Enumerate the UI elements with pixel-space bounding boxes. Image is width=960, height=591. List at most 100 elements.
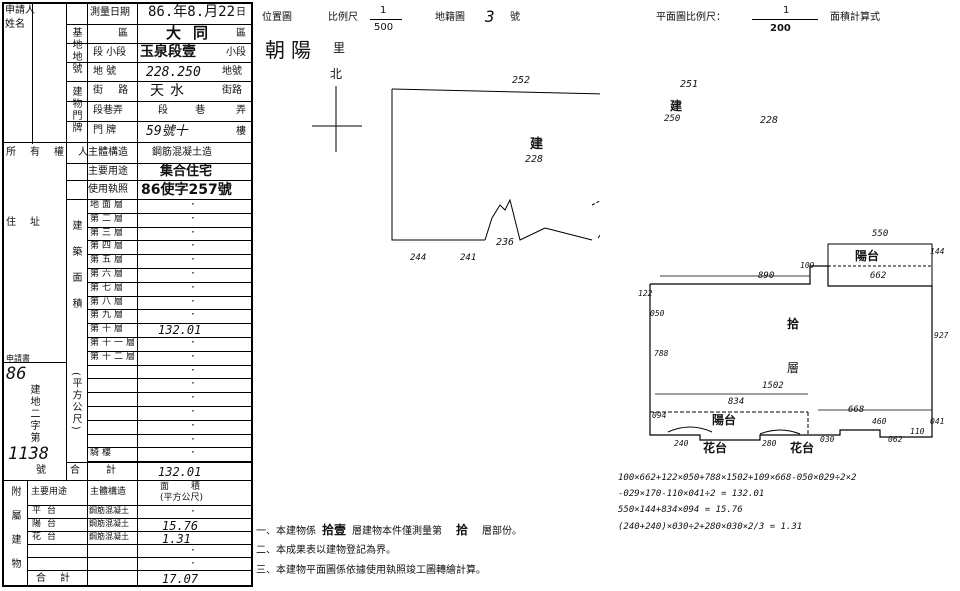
sheet-unit: 號 — [510, 12, 520, 23]
street-value: 天水 — [150, 83, 190, 99]
lot-value: 228.250 — [146, 65, 201, 80]
floor-name: 第十二層 — [90, 351, 139, 362]
att-row-divider — [27, 544, 252, 545]
district-label: 區 — [118, 28, 128, 39]
owner-label: 所有權人 — [6, 147, 102, 158]
attachments-side-label: 附屬建物 — [9, 486, 20, 582]
planter-left-label: 花台 — [703, 441, 728, 455]
structure-value: 鋼筋混凝土造 — [152, 147, 212, 158]
dim-662: 662 — [870, 271, 887, 281]
dim-094: 094 — [652, 411, 667, 420]
floor-name: 騎樓 — [90, 448, 115, 459]
district-value: 大同 — [166, 24, 221, 42]
location-map-label: 位置圖 — [262, 12, 292, 23]
floor-row-divider — [87, 268, 252, 269]
floor-row-divider — [87, 433, 252, 435]
section-value: 玉泉段壹 — [140, 44, 196, 60]
street-label: 街 路 — [93, 85, 135, 96]
floor-area-value: · — [190, 309, 197, 321]
formula-line-1: 100×662+122×050+788×1502+109×668-050×029… — [618, 473, 857, 483]
floor-area-label: 建築面積 — [70, 220, 81, 324]
applicant-no-suffix: 號 — [36, 465, 46, 476]
lot-228-main: 228 — [525, 154, 544, 165]
att-area: 1.31 — [162, 532, 191, 546]
dim-1502: 1502 — [762, 381, 784, 391]
location-map-drawing — [312, 86, 600, 241]
floor-name: 第四層 — [90, 241, 127, 252]
dim-110: 110 — [910, 427, 925, 436]
applicant-no-year: 86 — [6, 364, 27, 384]
floor-name: 第二層 — [90, 213, 127, 224]
att-header-area-unit: (平方公尺) — [160, 493, 204, 503]
floor-name: 第六層 — [90, 269, 127, 279]
floor-row-divider — [87, 364, 252, 366]
license-value: 86使字257號 — [141, 182, 232, 198]
building-mark-main: 建 — [530, 137, 544, 152]
location-scale-label: 比例尺 — [328, 12, 358, 23]
floor-row-divider — [87, 350, 252, 352]
number-unit: 樓 — [236, 126, 246, 137]
dim-834: 834 — [728, 397, 745, 407]
number-value: 59號十 — [146, 124, 188, 139]
floor-plan-scale-label: 平面圖比例尺： — [656, 12, 726, 23]
att-usage: 平台 — [32, 506, 63, 516]
street-name: 朝陽 — [265, 38, 317, 62]
dim-927: 927 — [934, 331, 949, 340]
dim-668: 668 — [848, 405, 865, 415]
floor-row-divider — [87, 406, 252, 407]
applicant-no-sub: 建地二字第 — [28, 384, 39, 444]
floor-name: 第八層 — [90, 296, 127, 307]
applicant-no-label: 申請書 — [6, 354, 30, 363]
floor-area-value: · — [190, 199, 197, 210]
note-2: 二、本成果表以建物登記為界。 — [256, 545, 396, 556]
floor-row-divider — [87, 447, 252, 449]
att-usage: 陽台 — [32, 519, 63, 529]
lot-244: 244 — [410, 253, 427, 263]
site-label: 基地地號 — [70, 27, 81, 75]
floor-row-divider — [87, 226, 252, 228]
floor-row-divider — [87, 240, 252, 242]
dim-280: 280 — [762, 439, 777, 448]
note-1-floors: 拾壹 — [322, 523, 347, 537]
floor-row-divider — [87, 337, 252, 338]
att-header-area: 面積 — [160, 482, 223, 492]
att-header-structure: 主體構造 — [90, 487, 127, 497]
address-label: 住址 — [6, 217, 54, 228]
floor-area-value: 132.01 — [158, 323, 202, 338]
att-structure: 鋼筋混凝土 — [89, 506, 129, 515]
floor-area-value: · — [190, 419, 197, 431]
applicant-no-number: 1138 — [8, 444, 49, 464]
floor-name: 第九層 — [90, 310, 127, 321]
floor-area-value: · — [190, 447, 197, 459]
north-label: 北 — [330, 67, 343, 81]
area-calc-label: 面積計算式 — [830, 12, 880, 23]
lot-236: 236 — [496, 237, 515, 248]
note-1-suffix: 層部份。 — [482, 526, 523, 537]
lot-252: 252 — [512, 75, 531, 86]
att-area: 15.76 — [162, 519, 199, 533]
sheet-label: 地籍圖 — [435, 12, 465, 23]
att-row-divider — [27, 557, 252, 558]
floor-area-value: · — [190, 226, 197, 238]
dim-788: 788 — [654, 349, 669, 358]
lot-241: 241 — [460, 253, 477, 263]
floor-name: 地面層 — [90, 200, 127, 210]
floor-area-value: · — [190, 281, 197, 293]
floor-area-value: · — [190, 254, 197, 266]
floor-area-value: · — [190, 364, 197, 376]
dim-109: 109 — [800, 261, 815, 270]
att-structure: 鋼筋混凝土 — [89, 519, 129, 528]
section-unit: 小段 — [226, 47, 246, 58]
survey-date-value: 86.年8.月22 — [148, 4, 236, 20]
section-label: 段 小段 — [93, 47, 127, 58]
note-1-floor: 拾 — [456, 523, 469, 537]
structure-label: 主體構造 — [88, 147, 128, 158]
applicant-label: 申請人 — [5, 5, 35, 16]
att-usage: 花台 — [32, 532, 63, 542]
balcony-bottom-label: 陽台 — [712, 413, 737, 427]
floor-row-divider — [87, 419, 252, 421]
dim-050: 050 — [650, 309, 665, 318]
floor-title-1: 拾 — [787, 317, 800, 331]
survey-date-label: 測量日期 — [90, 7, 130, 18]
floor-area-value: · — [190, 378, 197, 390]
